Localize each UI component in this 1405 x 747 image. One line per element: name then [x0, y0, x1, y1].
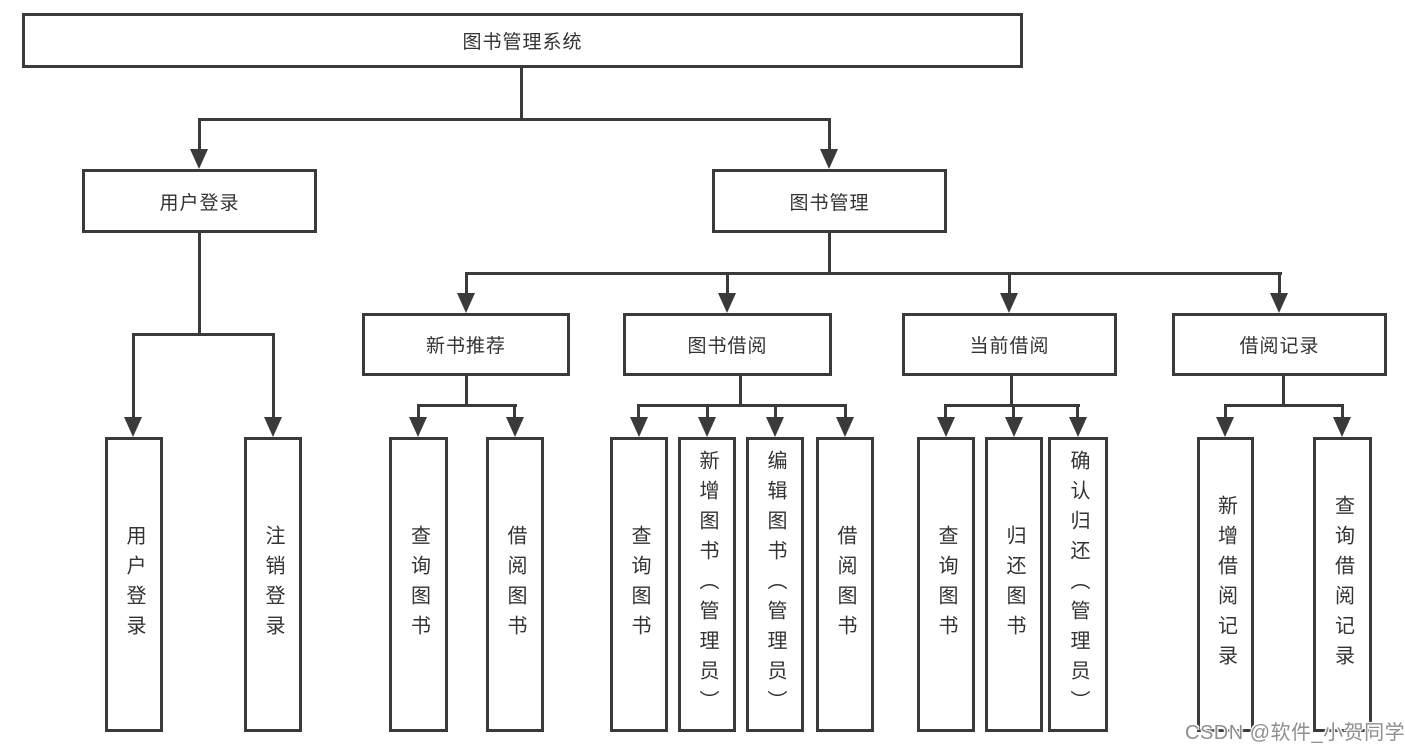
node-user-login: 用户登录: [82, 169, 317, 233]
leaf-return-book: 归还图书: [985, 437, 1043, 732]
arrowhead-icon: [1000, 293, 1018, 313]
connector-section3-drop-2: [1012, 404, 1015, 418]
leaf-add-borrow-record: 新增借阅记录: [1197, 437, 1254, 732]
connector-section1-stem: [465, 376, 468, 407]
leaf-borrow-book-recommend: 借阅图书: [486, 437, 544, 732]
connector-section3-drop-3: [1076, 404, 1079, 418]
connector-root-stem: [520, 68, 523, 121]
leaf-logout: 注销登录: [244, 437, 302, 732]
connector-userlogin-drop-1: [132, 333, 135, 418]
arrowhead-icon: [1005, 417, 1023, 437]
connector-section1-drop-1: [417, 404, 420, 418]
arrowhead-icon: [506, 417, 524, 437]
connector-section2-drop-1: [637, 404, 640, 418]
connector-section2-drop-3: [774, 404, 777, 418]
arrowhead-icon: [264, 417, 282, 437]
connector-section2-stem: [739, 376, 742, 407]
node-root: 图书管理系统: [22, 13, 1023, 68]
connector-section3-stem: [1010, 376, 1013, 407]
arrowhead-icon: [190, 149, 208, 169]
connector-bookmgmt-rail: [465, 272, 1282, 275]
arrowhead-icon: [630, 417, 648, 437]
arrowhead-icon: [698, 417, 716, 437]
connector-userlogin-stem: [198, 233, 201, 336]
connector-bookmgmt-drop-4: [1278, 272, 1281, 294]
connector-section4-stem: [1282, 376, 1285, 407]
node-book-management: 图书管理: [712, 169, 947, 233]
connector-root-drop-right: [828, 118, 831, 150]
leaf-add-book-admin: 新增图书（管理员）: [678, 437, 736, 732]
connector-section2-drop-2: [706, 404, 709, 418]
connector-bookmgmt-stem: [828, 233, 831, 275]
arrowhead-icon: [457, 293, 475, 313]
connector-section2-drop-4: [844, 404, 847, 418]
connector-root-rail: [198, 118, 831, 121]
connector-bookmgmt-drop-2: [726, 272, 729, 294]
arrowhead-icon: [1333, 417, 1351, 437]
connector-section1-rail: [417, 404, 517, 407]
connector-section2-rail: [637, 404, 846, 407]
connector-bookmgmt-drop-3: [1008, 272, 1011, 294]
node-book-borrow: 图书借阅: [623, 313, 832, 376]
leaf-query-book-recommend: 查询图书: [389, 437, 448, 732]
arrowhead-icon: [718, 293, 736, 313]
connector-userlogin-rail: [132, 333, 275, 336]
leaf-query-book-current: 查询图书: [917, 437, 975, 732]
leaf-confirm-return-admin: 确认归还（管理员）: [1048, 437, 1108, 732]
csdn-watermark: CSDN @软件_小贺同学: [1185, 722, 1405, 744]
leaf-borrow-book: 借阅图书: [816, 437, 874, 732]
leaf-edit-book-admin: 编辑图书（管理员）: [746, 437, 804, 732]
leaf-user-login: 用户登录: [105, 437, 163, 732]
arrowhead-icon: [1069, 417, 1087, 437]
connector-section3-drop-1: [944, 404, 947, 418]
arrowhead-icon: [124, 417, 142, 437]
connector-root-drop-left: [198, 118, 201, 150]
connector-bookmgmt-drop-1: [465, 272, 468, 294]
arrowhead-icon: [409, 417, 427, 437]
connector-section4-drop-2: [1341, 404, 1344, 418]
connector-section4-drop-1: [1224, 404, 1227, 418]
connector-userlogin-drop-2: [272, 333, 275, 418]
connector-section1-drop-2: [513, 404, 516, 418]
arrowhead-icon: [1216, 417, 1234, 437]
leaf-query-book-borrow: 查询图书: [610, 437, 668, 732]
node-current-borrow: 当前借阅: [902, 313, 1117, 376]
node-borrow-record: 借阅记录: [1172, 313, 1387, 376]
arrowhead-icon: [820, 149, 838, 169]
arrowhead-icon: [1270, 293, 1288, 313]
connector-section4-rail: [1224, 404, 1344, 407]
arrowhead-icon: [836, 417, 854, 437]
arrowhead-icon: [766, 417, 784, 437]
arrowhead-icon: [937, 417, 955, 437]
leaf-query-borrow-record: 查询借阅记录: [1313, 437, 1372, 732]
node-new-book-recommend: 新书推荐: [362, 313, 570, 376]
